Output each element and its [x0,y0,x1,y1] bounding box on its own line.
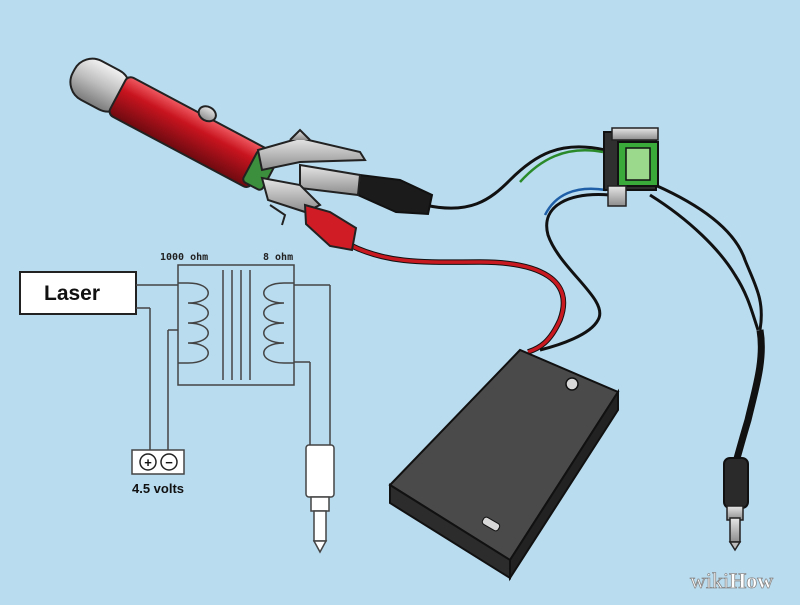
laser-label: Laser [44,282,100,305]
laser-box [19,271,137,315]
audio-plug-icon [723,457,749,552]
transformer-symbol [177,264,295,386]
watermark: wikiHow [690,568,774,594]
battery-plus-icon [139,453,157,471]
laser-pointer-icon [69,57,278,191]
watermark-brand-part1: wiki [690,568,729,593]
alligator-clip-red-icon [260,176,358,252]
wire-blue-to-transformer [543,187,607,216]
transformer-icon [603,127,659,207]
wire-green-to-transformer [519,149,604,183]
battery-minus-icon [160,453,178,471]
battery-voltage-label: 4.5 volts [132,481,184,496]
wire-black-to-plug [649,183,765,463]
wire-black-to-battery [539,193,611,352]
secondary-resistance-label: 8 ohm [263,252,293,263]
primary-resistance-label: 1000 ohm [160,252,208,263]
alligator-clip-icon [256,128,434,216]
battery-symbol: + − [131,449,185,475]
schematic [19,264,331,452]
wire-black-clip-to-transformer [424,145,606,210]
battery-pack-icon [388,348,620,582]
watermark-brand-part2: How [729,568,773,593]
battery-minus-sign: − [165,455,173,470]
battery-plus-sign: + [144,455,152,470]
plug-symbol [305,444,335,554]
wire-red-to-battery [348,242,567,355]
svg-text:wikiHow: wikiHow [690,568,773,593]
